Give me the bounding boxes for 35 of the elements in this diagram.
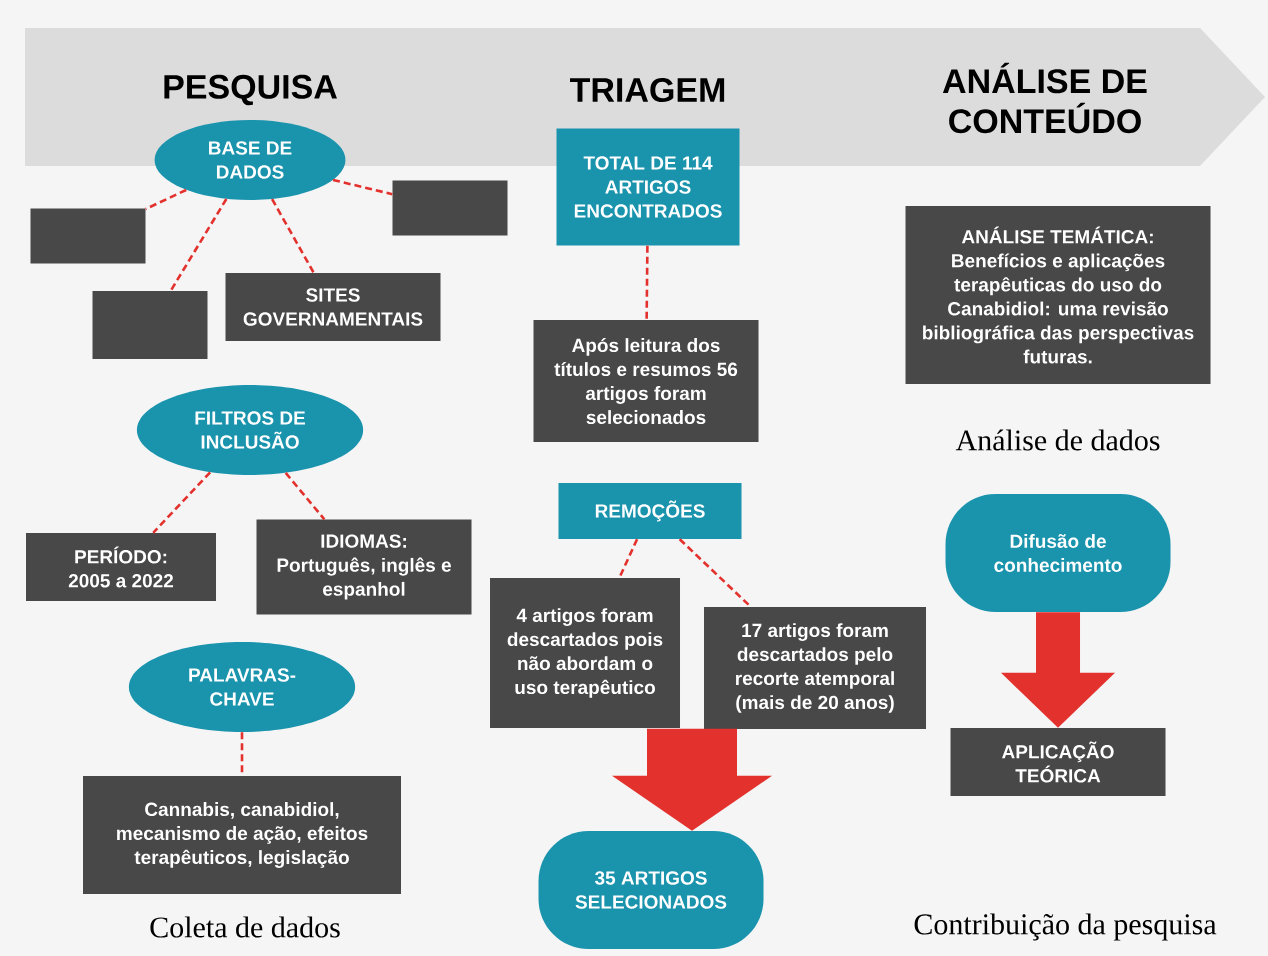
process-box: IDIOMAS: Português, inglês e espanhol: [256, 519, 472, 615]
process-box: SITES GOVERNAMENTAIS: [225, 273, 441, 341]
process-box: Cannabis, canabidiol, mecanismo de ação, efeitos terapêuticos, legislação: [83, 776, 401, 894]
block-arrow: [612, 728, 772, 831]
process-box: ANÁLISE TEMÁTICA: Benefícios e aplicações terapêuticas do uso do Canabidiol: uma revisão bibliográfica das perspectivas futuras.: [905, 206, 1211, 384]
box: [392, 180, 508, 236]
caption-text: Análise de dados: [955, 429, 1160, 451]
process-box: 17 artigos foram descartados pelo recorte atemporal (mais de 20 anos): [704, 607, 926, 729]
box: [92, 291, 208, 359]
connector-line: [645, 245, 649, 320]
connector-line: [152, 471, 212, 534]
caption-text: Contribuição da pesquisa: [914, 913, 1217, 941]
block-arrow: [1001, 612, 1115, 728]
process-box: APLICAÇÃO TEÓRICA: [950, 728, 1166, 796]
connector-line: [145, 188, 187, 211]
process-box: PERÍODO: 2005 a 2022: [26, 533, 216, 601]
heading: TRIAGEM: [570, 77, 725, 103]
connector-line: [284, 472, 326, 521]
heading: ANÁLISE DE CONTEÚDO: [942, 62, 1147, 134]
rounded-box: 35 ARTIGOS SELECIONADOS: [538, 831, 764, 949]
process-box: 4 artigos foram descartados pois não abordam o uso terapêutico: [490, 578, 680, 728]
connector-line: [678, 538, 752, 608]
connector-line: [332, 178, 393, 196]
box: [30, 208, 146, 264]
connector-line: [618, 538, 639, 579]
process-box: Após leitura dos títulos e resumos 56 artigos foram selecionados: [533, 320, 759, 442]
connector-line: [169, 198, 228, 292]
rounded-box: Difusão de conhecimento: [945, 494, 1171, 612]
ellipse-node: PALAVRAS-CHAVE: [128, 642, 356, 732]
connector-line: [270, 198, 315, 274]
heading: PESQUISA: [164, 74, 337, 106]
ellipse-node: BASE DE DADOS: [154, 120, 346, 200]
process-box: REMOÇÕES: [558, 483, 742, 539]
process-box: TOTAL DE 114 ARTIGOS ENCONTRADOS: [556, 128, 740, 246]
ellipse-node: FILTROS DE INCLUSÃO: [136, 385, 364, 475]
